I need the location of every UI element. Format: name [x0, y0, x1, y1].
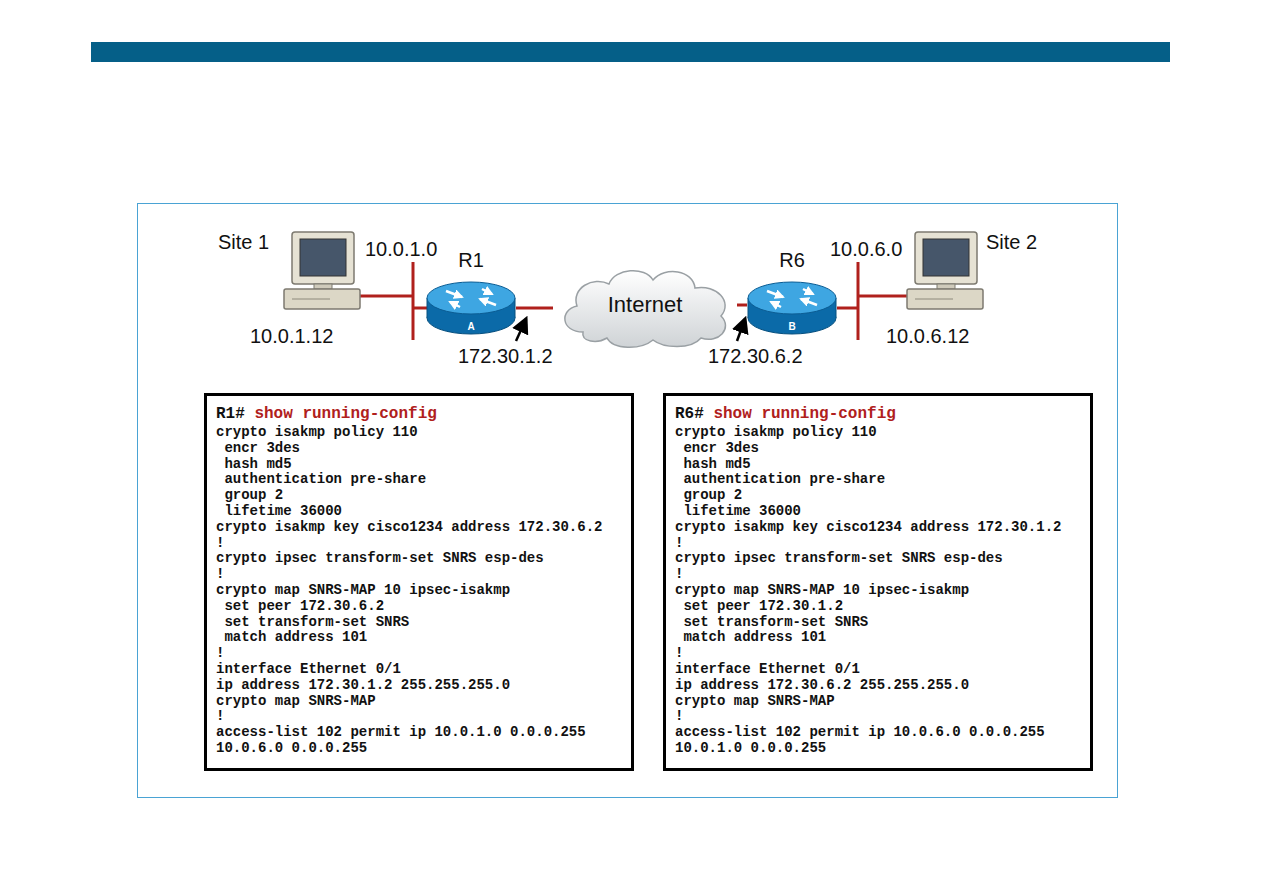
command-text: show running-config	[713, 405, 895, 423]
config-line: crypto ipsec transform-set SNRS esp-des	[216, 551, 623, 567]
config-line: crypto map SNRS-MAP 10 ipsec-isakmp	[216, 583, 623, 599]
cloud-label: Internet	[553, 292, 737, 318]
leader-arrow	[516, 319, 526, 341]
config-line: access-list 102 permit ip 10.0.1.0 0.0.0…	[216, 725, 623, 757]
config-line: interface Ethernet 0/1	[675, 662, 1082, 678]
top-bar	[91, 42, 1170, 62]
config-line: crypto isakmp key cisco1234 address 172.…	[216, 520, 623, 536]
prompt-text: R6#	[675, 405, 704, 423]
config-line: hash md5	[216, 457, 623, 473]
config-line: !	[675, 646, 1082, 662]
command-text: show running-config	[254, 405, 436, 423]
network-link	[737, 304, 747, 307]
config-line: crypto map SNRS-MAP	[675, 694, 1082, 710]
config-line: hash md5	[675, 457, 1082, 473]
site-label: Site 2	[986, 231, 1037, 254]
config-line: set peer 172.30.1.2	[675, 599, 1082, 615]
config-line: match address 101	[216, 630, 623, 646]
config-line: crypto ipsec transform-set SNRS esp-des	[675, 551, 1082, 567]
router-name: R6	[747, 249, 837, 272]
site-label: Site 1	[218, 231, 269, 254]
panel-frame	[138, 204, 1118, 798]
config-line: !	[675, 567, 1082, 583]
config-listing: R6# show running-config crypto isakmp poli…	[663, 393, 1093, 771]
command-prompt: R6# show running-config	[675, 404, 1082, 424]
config-line: crypto map SNRS-MAP 10 ipsec-isakmp	[675, 583, 1082, 599]
router-node: R1A	[426, 280, 516, 336]
config-line: lifetime 36000	[675, 504, 1082, 520]
config-line: group 2	[216, 488, 623, 504]
config-line: !	[216, 536, 623, 552]
router-letter: B	[747, 321, 837, 333]
config-line: group 2	[675, 488, 1082, 504]
host-address: 10.0.6.12	[886, 325, 969, 348]
config-line: authentication pre-share	[675, 472, 1082, 488]
interface-address: 172.30.1.2	[458, 345, 553, 368]
config-line: crypto map SNRS-MAP	[216, 694, 623, 710]
config-line: encr 3des	[675, 441, 1082, 457]
config-line: set peer 172.30.6.2	[216, 599, 623, 615]
config-line: authentication pre-share	[216, 472, 623, 488]
config-line: encr 3des	[216, 441, 623, 457]
internet-cloud: Internet	[553, 262, 737, 348]
config-line: crypto isakmp policy 110	[675, 425, 1082, 441]
config-line: match address 101	[675, 630, 1082, 646]
interface-address: 172.30.6.2	[708, 345, 803, 368]
config-line: interface Ethernet 0/1	[216, 662, 623, 678]
config-line: crypto isakmp policy 110	[216, 425, 623, 441]
leader-arrow	[737, 319, 745, 341]
prompt-text: R1#	[216, 405, 245, 423]
command-prompt: R1# show running-config	[216, 404, 623, 424]
config-line: !	[216, 646, 623, 662]
config-line: lifetime 36000	[216, 504, 623, 520]
network-link	[516, 307, 553, 310]
config-line: set transform-set SNRS	[675, 615, 1082, 631]
config-listing: R1# show running-config crypto isakmp poli…	[204, 393, 634, 771]
router-node: R6B	[747, 280, 837, 336]
config-line: !	[675, 709, 1082, 725]
pc-icon	[284, 232, 360, 309]
host-address: 10.0.1.12	[250, 325, 333, 348]
config-line: ip address 172.30.1.2 255.255.255.0	[216, 678, 623, 694]
config-line: !	[216, 709, 623, 725]
config-line: set transform-set SNRS	[216, 615, 623, 631]
router-letter: A	[426, 321, 516, 333]
pc-icon	[907, 232, 983, 309]
config-line: ip address 172.30.6.2 255.255.255.0	[675, 678, 1082, 694]
config-line: !	[675, 536, 1082, 552]
config-line: access-list 102 permit ip 10.0.6.0 0.0.0…	[675, 725, 1082, 757]
config-line: crypto isakmp key cisco1234 address 172.…	[675, 520, 1082, 536]
network-address: 10.0.6.0	[830, 238, 902, 261]
router-name: R1	[426, 249, 516, 272]
network-address: 10.0.1.0	[365, 238, 437, 261]
config-line: !	[216, 567, 623, 583]
